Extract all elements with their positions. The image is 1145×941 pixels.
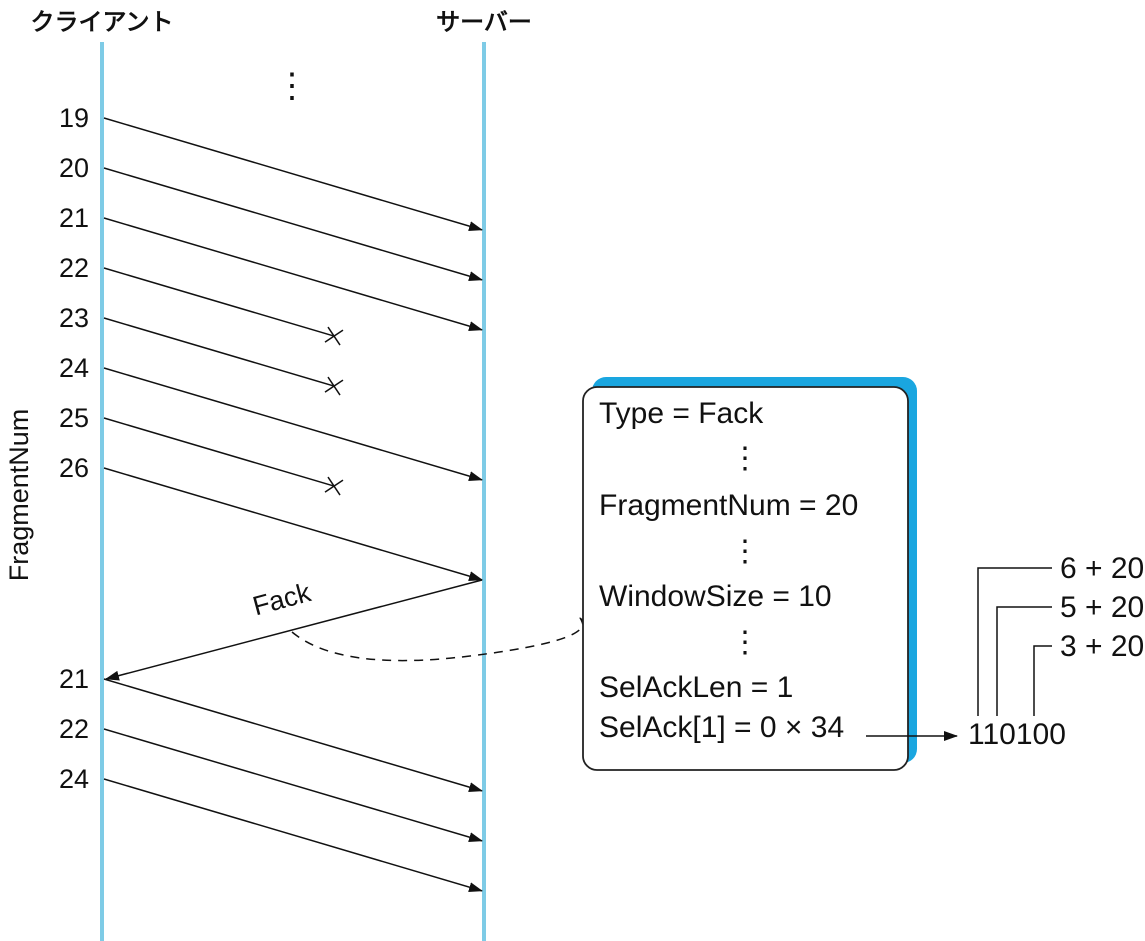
bitmap-annotations: 6 + 20 5 + 20 3 + 20 xyxy=(1060,552,1144,663)
fragment-loss-mark xyxy=(324,379,344,393)
packet-field: FragmentNum = 20 xyxy=(599,489,858,522)
bitmap-annotation: 5 + 20 xyxy=(1060,591,1144,624)
retransmit-arrow xyxy=(103,728,483,842)
client-label: クライアント xyxy=(30,8,173,36)
server-label: サーバー xyxy=(436,8,532,36)
fack-label: Fack xyxy=(250,577,315,621)
selack-bitmap: 110100 xyxy=(968,718,1066,751)
fragment-label: 22 xyxy=(59,253,89,283)
fragment-label: 25 xyxy=(59,403,89,433)
fragment-arrow xyxy=(103,367,483,481)
fragment-arrow xyxy=(103,167,483,281)
fack-arrow xyxy=(105,579,483,681)
fragment-label: 23 xyxy=(59,303,89,333)
fragment-loss-mark xyxy=(324,479,344,493)
packet-field: SelAck[1] = 0 × 34 xyxy=(599,711,844,744)
packet-box xyxy=(582,386,909,771)
packet-field-ellipsis: ⋮ xyxy=(730,442,760,475)
retransmit-label: 21 xyxy=(59,664,89,694)
retransmit-arrow xyxy=(103,678,483,792)
fragment-loss-mark xyxy=(324,329,344,343)
fragment-arrow-lost xyxy=(103,267,335,337)
fack-message: Fack xyxy=(105,577,593,681)
bracket-bit-3 xyxy=(1033,645,1052,716)
packet-field: SelAckLen = 1 xyxy=(599,671,793,704)
bitmap-annotation: 3 + 20 xyxy=(1060,630,1144,663)
fack-detail-connector xyxy=(291,617,593,662)
fragment-num-axis-label: FragmentNum xyxy=(4,409,34,582)
packet-fields: Type = Fack ⋮ FragmentNum = 20 ⋮ WindowSize … xyxy=(599,397,858,744)
fack-packet-box: Type = Fack ⋮ FragmentNum = 20 ⋮ WindowSize … xyxy=(582,377,917,771)
fragment-label: 21 xyxy=(59,203,89,233)
fragment-label: 24 xyxy=(59,353,89,383)
fragment-label: 26 xyxy=(59,453,89,483)
fragment-arrow xyxy=(103,467,483,581)
fragment-label: 20 xyxy=(59,153,89,183)
packet-field-ellipsis: ⋮ xyxy=(730,626,760,659)
bracket-bit-5 xyxy=(996,606,1052,716)
retransmitted-fragments: 21 22 24 xyxy=(59,664,483,892)
packet-field-ellipsis: ⋮ xyxy=(730,535,760,568)
retransmit-arrow xyxy=(103,778,483,892)
fragment-arrow xyxy=(103,217,483,331)
fragment-label: 19 xyxy=(59,103,89,133)
retransmit-label: 22 xyxy=(59,714,89,744)
initial-fragments: 19 20 21 22 23 24 25 26 xyxy=(59,103,483,581)
bitmap-annotation: 6 + 20 xyxy=(1060,552,1144,585)
retransmit-label: 24 xyxy=(59,764,89,794)
bracket-bit-6 xyxy=(977,567,1052,716)
ellipsis-top: ⋮ xyxy=(275,67,309,105)
fragment-arrow xyxy=(103,117,483,231)
bitmap-brackets xyxy=(977,567,1052,716)
fragment-arrow-lost xyxy=(103,317,335,387)
packet-field: WindowSize = 10 xyxy=(599,580,832,613)
fragment-arrow-lost xyxy=(103,417,335,487)
packet-field: Type = Fack xyxy=(599,397,764,430)
